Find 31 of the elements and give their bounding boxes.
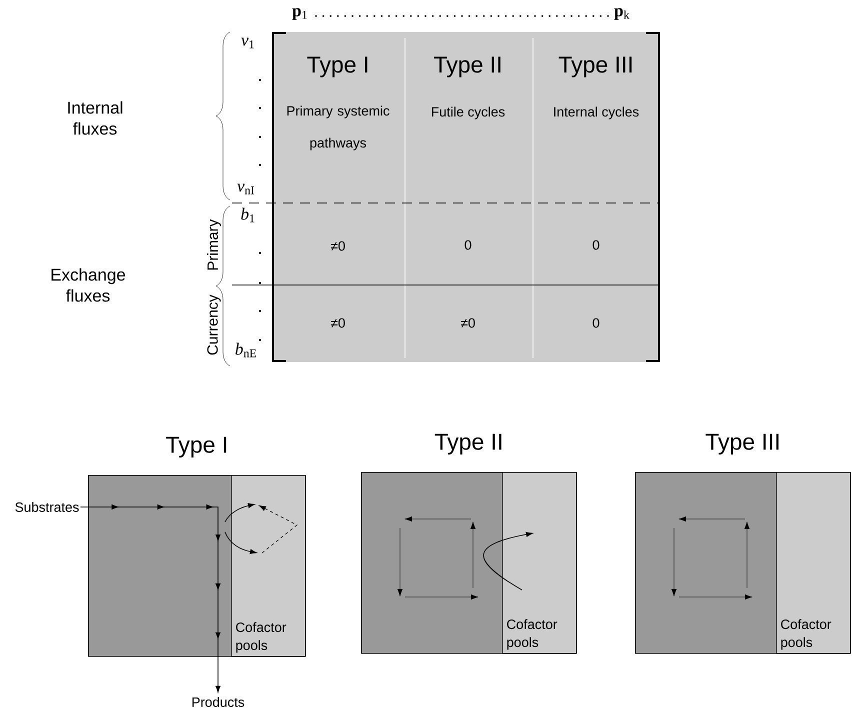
math-symbol: b$_{nE}$	[236, 342, 256, 358]
column-heading: Type II	[434, 56, 500, 78]
column-subtitle: Futile cycles	[432, 106, 505, 120]
cofactor-region: Cofactor pools	[502, 472, 577, 654]
column-subtitle: Primary systemic pathways	[287, 106, 390, 150]
matrix-cell: ≠0	[330, 241, 345, 251]
math-symbol: p$_{k}$	[614, 8, 630, 20]
matrix-cell: 0	[464, 240, 472, 250]
node-label: Type I	[166, 436, 226, 458]
column-subtitle: Internal cycles	[554, 106, 639, 120]
brace-label: Exchange fluxes	[52, 268, 126, 302]
matrix-cell: ≠0	[330, 318, 345, 328]
math-symbol: p$_{1}$	[292, 8, 307, 20]
math-symbol: v$_{1}$	[241, 38, 254, 48]
source-label: Substrates	[15, 502, 79, 512]
node-label: Type III	[706, 434, 778, 454]
brace-label: Internal fluxes	[68, 101, 122, 135]
node-label: Type II	[434, 434, 502, 454]
column-heading: Type I	[307, 56, 368, 78]
product-label: Products	[192, 697, 244, 707]
cofactor-region: Cofactor pools	[776, 472, 851, 654]
math-symbol: v$_{nI}$	[237, 184, 254, 194]
matrix-cell: 0	[592, 240, 600, 250]
column-heading: Type III	[558, 56, 632, 78]
pathway-arrow	[80, 504, 220, 692]
row-label: Currency	[207, 294, 221, 355]
matrix-cell: ≠0	[460, 318, 475, 328]
matrix-cell: 0	[592, 318, 600, 328]
math-symbol: b$_{1}$	[241, 208, 254, 222]
row-label: Primary	[207, 219, 221, 270]
cofactor-region: Cofactor pools	[231, 475, 306, 657]
